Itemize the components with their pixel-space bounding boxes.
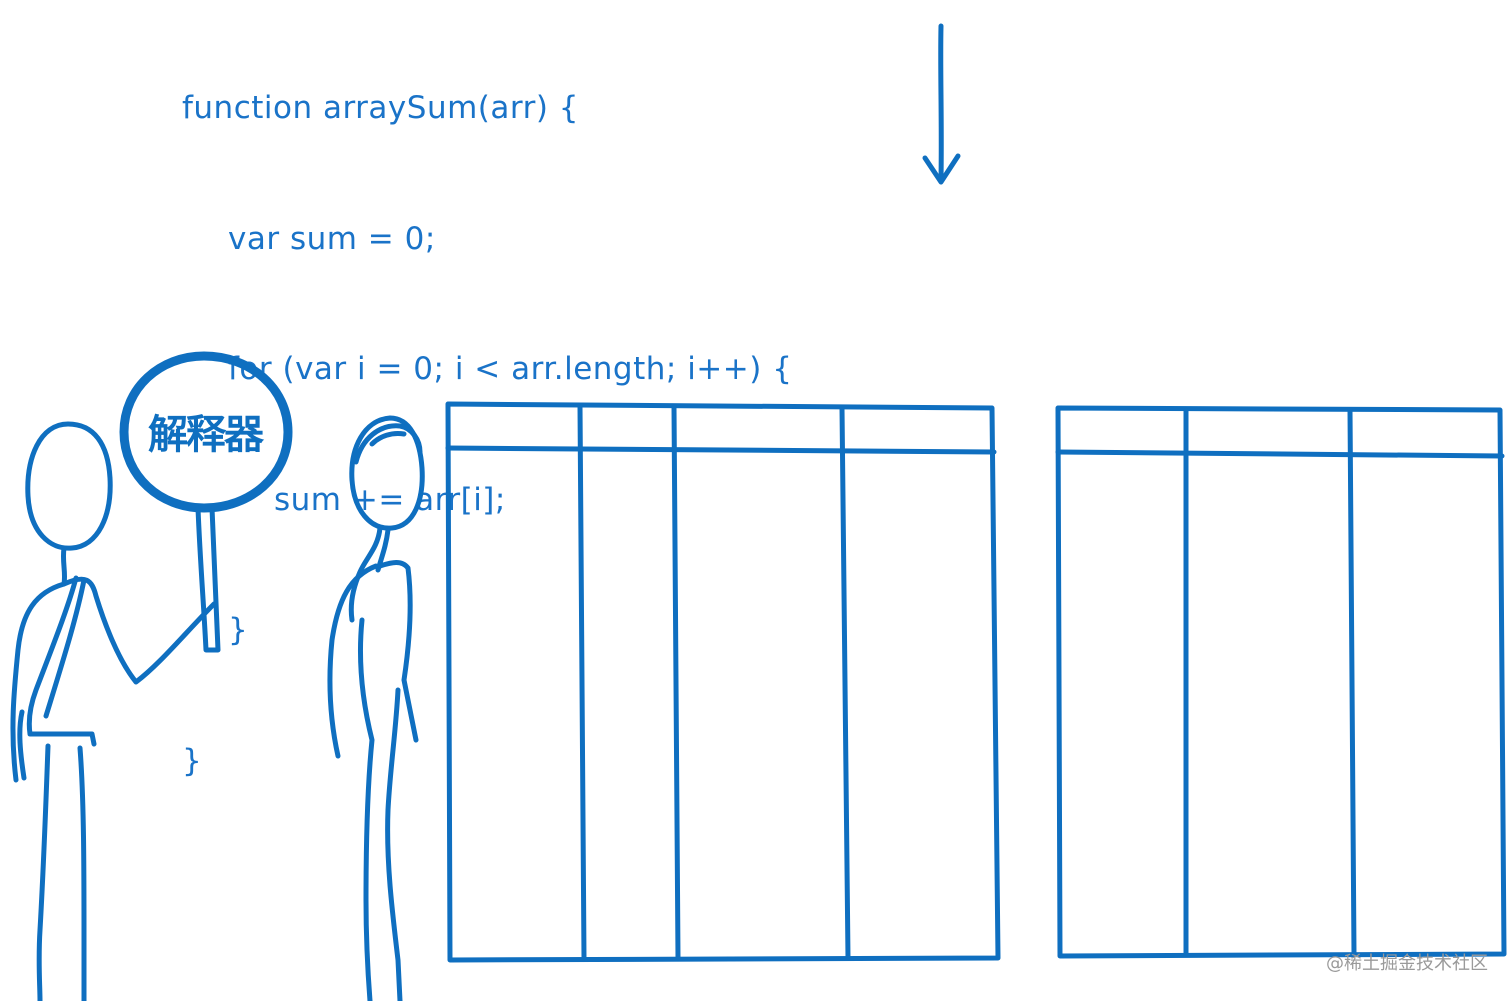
table-right-header-line — [1055, 449, 1505, 459]
code-line-close-function: } — [182, 742, 203, 779]
man-body — [10, 545, 68, 783]
table-right-outline — [1055, 405, 1507, 959]
woman-figure — [327, 415, 425, 1001]
code-line-var-sum: var sum = 0; — [228, 220, 436, 257]
man-figure — [10, 421, 217, 1001]
table-left-outline — [445, 401, 1001, 963]
table-left-header-line — [445, 445, 997, 455]
watermark: @稀土掘金技术社区 — [1326, 953, 1488, 974]
interpreter-sign-label: 解释器 — [148, 412, 264, 458]
down-arrow-icon — [922, 23, 961, 185]
code-line-for-loop: for (var i = 0; i < arr.length; i++) { — [228, 351, 793, 387]
code-line-close-loop: } — [228, 612, 249, 648]
table-right — [1055, 405, 1507, 959]
table-left-col-2 — [671, 404, 681, 961]
code-snippet: function arraySum(arr) { var sum = 0; fo… — [182, 0, 792, 827]
table-left-col-3 — [839, 405, 851, 961]
table-left-col-1 — [577, 403, 587, 961]
man-head — [25, 421, 113, 551]
table-right-col-2 — [1347, 407, 1357, 957]
interpreter-sign — [119, 351, 293, 653]
code-line-function: function arraySum(arr) { — [182, 90, 580, 126]
table-left — [445, 401, 1001, 963]
